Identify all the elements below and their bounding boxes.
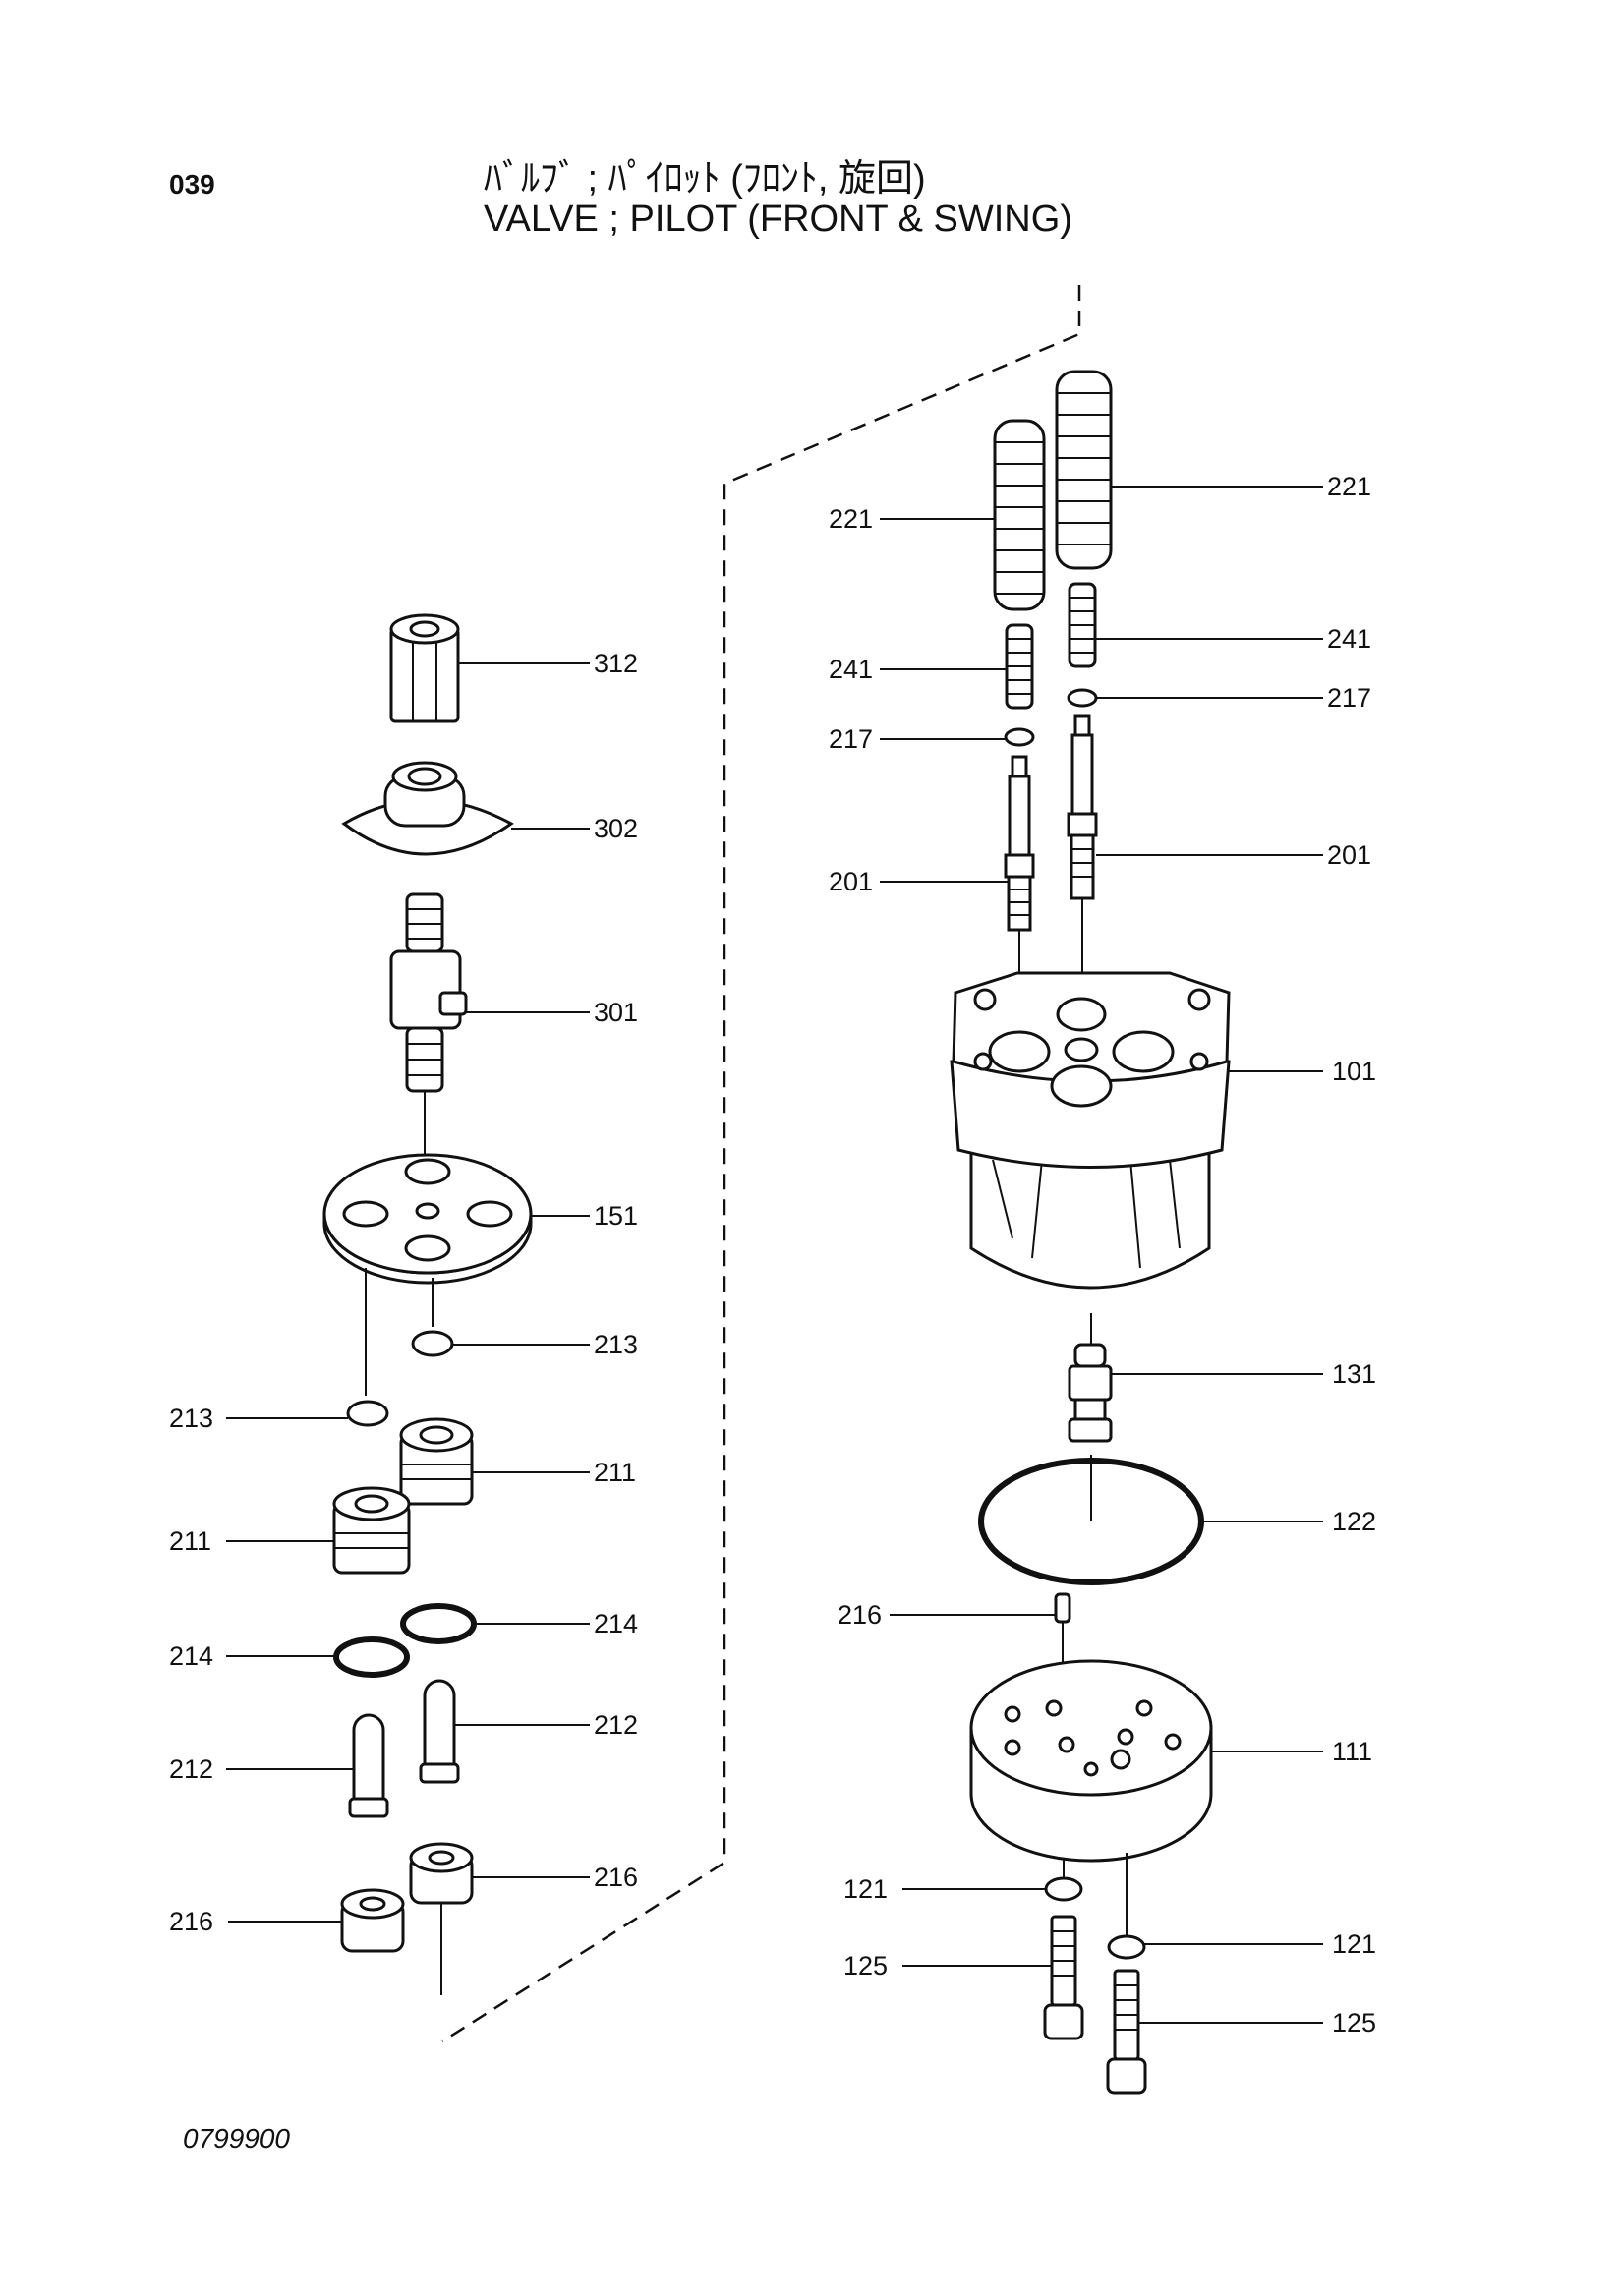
callout-201-left: 201 xyxy=(829,867,873,896)
callout-131: 131 xyxy=(1332,1359,1376,1389)
part-125-bolt-right xyxy=(1106,1969,1147,2095)
callout-101: 101 xyxy=(1332,1057,1376,1086)
subassembly-boundary xyxy=(441,285,1081,2043)
part-212-piston-left xyxy=(348,1713,389,1818)
callout-151: 151 xyxy=(594,1201,638,1231)
part-151-plate xyxy=(322,1153,533,1285)
part-211-holder-left xyxy=(332,1486,411,1575)
part-302-plate xyxy=(341,761,514,856)
callout-211-right: 211 xyxy=(594,1458,636,1487)
part-216-pin-right xyxy=(1054,1592,1071,1624)
part-131-plug xyxy=(1068,1343,1113,1443)
part-221-spring-right xyxy=(1055,370,1113,570)
callout-213-right: 213 xyxy=(594,1330,638,1359)
callout-216-right: 216 xyxy=(594,1863,638,1892)
callout-121-right: 121 xyxy=(1332,1929,1376,1959)
part-111-port-plate xyxy=(969,1659,1213,1863)
callout-212-right: 212 xyxy=(594,1710,638,1740)
callout-122: 122 xyxy=(1332,1507,1376,1536)
drawing-code: 0799900 xyxy=(183,2123,291,2153)
callout-214-left: 214 xyxy=(169,1641,213,1671)
callout-214-right: 214 xyxy=(594,1609,638,1638)
callout-217-left: 217 xyxy=(829,724,873,754)
callout-217-right: 217 xyxy=(1327,683,1371,713)
page-title-english: VALVE ; PILOT (FRONT & SWING) xyxy=(484,199,1072,240)
part-101-casing xyxy=(950,971,1231,1290)
callout-241-right: 241 xyxy=(1327,624,1371,654)
part-125-bolt-left xyxy=(1043,1915,1084,2040)
part-214-o-ring-right xyxy=(400,1603,477,1644)
callout-201-right: 201 xyxy=(1327,840,1371,870)
callout-125-left: 125 xyxy=(843,1951,888,1980)
page-title-japanese: ﾊﾞﾙﾌﾞ ; ﾊﾟｲﾛｯﾄ (ﾌﾛﾝﾄ, 旋回) xyxy=(484,158,926,200)
part-213-seal-left xyxy=(346,1400,389,1427)
part-217-washer-right xyxy=(1067,688,1098,708)
part-212-piston-right xyxy=(419,1679,460,1784)
callout-216-right-column: 216 xyxy=(838,1600,882,1630)
callout-111: 111 xyxy=(1332,1737,1372,1766)
callout-211-left: 211 xyxy=(169,1526,211,1556)
callout-221-right: 221 xyxy=(1327,472,1371,501)
part-312-hex-nut xyxy=(389,613,460,723)
part-121-washer-left xyxy=(1044,1876,1083,1902)
page-number: 039 xyxy=(169,169,215,200)
part-201-spool-left xyxy=(1004,755,1035,932)
part-214-o-ring-left xyxy=(333,1636,410,1678)
part-211-holder-right xyxy=(399,1417,474,1506)
part-121-washer-right xyxy=(1107,1934,1146,1960)
callout-212-left: 212 xyxy=(169,1754,213,1784)
callout-221-left: 221 xyxy=(829,504,873,534)
callout-241-left: 241 xyxy=(829,655,873,684)
part-201-spool-right xyxy=(1067,714,1098,900)
part-301-joint xyxy=(389,892,468,1093)
part-216-nut-right xyxy=(409,1842,474,1905)
part-241-spring-right xyxy=(1068,582,1097,668)
part-216-nut-left xyxy=(340,1888,405,1953)
part-221-spring-left xyxy=(993,419,1046,611)
callout-301: 301 xyxy=(594,998,638,1027)
callout-216-left: 216 xyxy=(169,1907,213,1936)
part-213-seal-right xyxy=(411,1330,454,1357)
callout-213-left: 213 xyxy=(169,1404,213,1433)
callout-312: 312 xyxy=(594,649,638,678)
callout-125-right: 125 xyxy=(1332,2008,1376,2038)
part-241-spring-left xyxy=(1005,623,1034,710)
part-217-washer-left xyxy=(1004,727,1035,747)
callout-121-left: 121 xyxy=(843,1874,888,1904)
callout-302: 302 xyxy=(594,814,638,843)
